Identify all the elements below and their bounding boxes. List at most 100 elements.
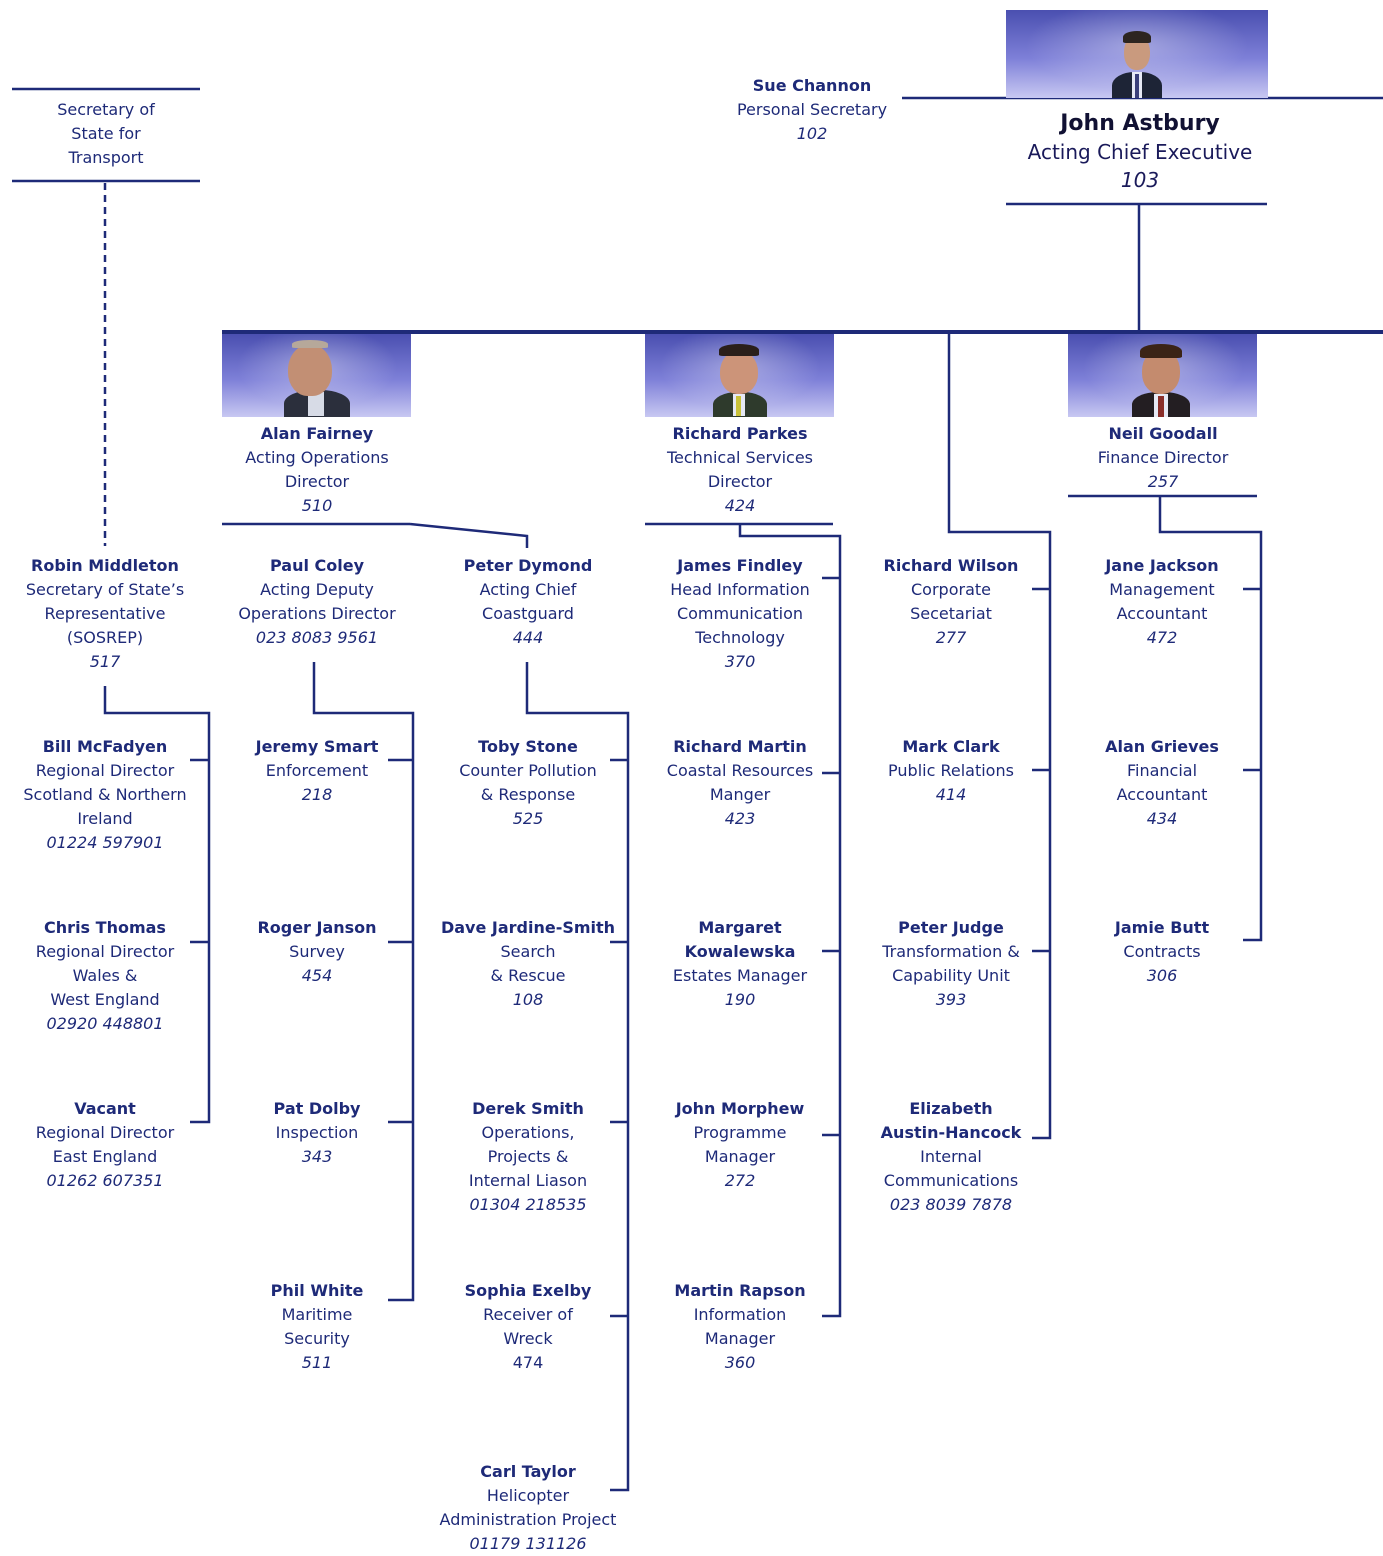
person-name: Pat Dolby: [273, 1099, 361, 1118]
person-extension: 434: [1146, 809, 1178, 828]
person-extension: 102: [796, 124, 828, 143]
person-role: Secretary of State’s Representative (SOS…: [25, 580, 185, 647]
person-name: Neil Goodall: [1108, 424, 1218, 443]
staff-card: Mark Clark Public Relations 414: [851, 735, 1051, 807]
person-role: Acting Deputy Operations Director: [238, 580, 396, 623]
person-name: Paul Coley: [269, 556, 365, 575]
parkes-branch: [738, 524, 842, 1318]
person-name: Roger Janson: [257, 918, 377, 937]
person-extension: 414: [935, 785, 967, 804]
person-name: John Morphew: [675, 1099, 805, 1118]
staff-card: Dave Jardine-Smith Search & Rescue 108: [423, 916, 633, 1012]
person-extension: 444: [512, 628, 544, 647]
person-extension: 103: [1120, 168, 1160, 192]
person-name: Toby Stone: [478, 737, 578, 756]
staff-card: Pat Dolby Inspection 343: [217, 1097, 417, 1169]
person-role: Maritime Security: [281, 1305, 353, 1348]
person-extension: 01262 607351: [46, 1171, 164, 1190]
person-name: Peter Dymond: [463, 556, 593, 575]
person-role: Search & Rescue: [490, 942, 566, 985]
staff-card: Elizabeth Austin-Hancock Internal Commun…: [851, 1097, 1051, 1217]
person-name: Jamie Butt: [1114, 918, 1210, 937]
staff-card: Jamie Butt Contracts 306: [1062, 916, 1262, 988]
person-extension: 108: [512, 990, 544, 1009]
person-role: Coastal Resources Manger: [666, 761, 814, 804]
personal-secretary-card: Sue Channon Personal Secretary 102: [722, 74, 902, 146]
person-role: Information Manager: [693, 1305, 787, 1348]
person-role: Head Information Communication Technolog…: [670, 580, 810, 647]
secretary-of-state-label: Secretary of State for Transport: [57, 100, 155, 167]
person-extension: 511: [301, 1353, 333, 1372]
person-extension: 272: [724, 1171, 756, 1190]
person-name: Robin Middleton: [31, 556, 179, 575]
person-extension: 424: [724, 496, 756, 515]
person-name: Bill McFadyen: [42, 737, 168, 756]
person-extension: 343: [301, 1147, 333, 1166]
person-role: Enforcement: [265, 761, 369, 780]
person-extension: 517: [89, 652, 121, 671]
corporate-branch: [947, 332, 1052, 1140]
director-card: Richard Parkes Technical Services Direct…: [635, 422, 845, 518]
staff-card: Martin Rapson Information Manager 360: [640, 1279, 840, 1375]
person-name: Jane Jackson: [1105, 556, 1219, 575]
person-role: Financial Accountant: [1116, 761, 1208, 804]
person-role: Acting Chief Coastguard: [479, 580, 577, 623]
person-name: Peter Judge: [898, 918, 1004, 937]
person-name: Carl Taylor: [480, 1462, 576, 1481]
person-name: Richard Wilson: [883, 556, 1019, 575]
person-name: Chris Thomas: [44, 918, 166, 937]
person-extension: 370: [724, 652, 756, 671]
person-role: Regional Director Wales & West England: [35, 942, 175, 1009]
staff-card: Richard Martin Coastal Resources Manger …: [640, 735, 840, 831]
person-name: Jeremy Smart: [255, 737, 379, 756]
person-role: Helicopter Administration Project: [439, 1486, 617, 1529]
dymond-branch: [525, 662, 630, 1492]
person-role: Acting Chief Executive: [1027, 140, 1253, 164]
person-role: Contracts: [1123, 942, 1201, 961]
person-role: Internal Communications: [883, 1147, 1019, 1190]
neil-goodall-photo: [1068, 334, 1257, 417]
person-extension: 472: [1146, 628, 1178, 647]
person-name: Sue Channon: [752, 76, 872, 95]
person-name: Vacant: [74, 1099, 136, 1118]
staff-card: Paul Coley Acting Deputy Operations Dire…: [217, 554, 417, 650]
coley-branch: [312, 662, 415, 1302]
person-role: Operations, Projects & Internal Liason: [468, 1123, 588, 1190]
person-role: Finance Director: [1097, 448, 1229, 467]
person-extension: 023 8083 9561: [255, 628, 379, 647]
person-role: Regional Director East England: [35, 1123, 175, 1166]
person-role: Public Relations: [888, 761, 1014, 780]
staff-card: Carl Taylor Helicopter Administration Pr…: [418, 1460, 638, 1556]
person-role: Counter Pollution & Response: [459, 761, 597, 804]
staff-card: Alan Grieves Financial Accountant 434: [1062, 735, 1262, 831]
person-role: Survey: [289, 942, 345, 961]
person-role: Inspection: [275, 1123, 359, 1142]
staff-card: John Morphew Programme Manager 272: [640, 1097, 840, 1193]
chief-executive-card: John Astbury Acting Chief Executive 103: [1006, 110, 1274, 194]
person-extension: 02920 448801: [46, 1014, 164, 1033]
person-role: Estates Manager: [672, 966, 808, 985]
person-name: Alan Fairney: [260, 424, 374, 443]
staff-card: Bill McFadyen Regional Director Scotland…: [5, 735, 205, 855]
person-role: Programme Manager: [693, 1123, 787, 1166]
person-name: Elizabeth Austin-Hancock: [880, 1099, 1022, 1142]
person-role: Acting Operations Director: [245, 448, 389, 491]
person-name: John Astbury: [1060, 111, 1220, 136]
director-card: Alan Fairney Acting Operations Director …: [212, 422, 422, 518]
person-name: James Findley: [677, 556, 803, 575]
person-name: Mark Clark: [902, 737, 1000, 756]
staff-card: Margaret Kowalewska Estates Manager 190: [640, 916, 840, 1012]
middleton-branch: [103, 686, 211, 1124]
person-role: Technical Services Director: [666, 448, 814, 491]
person-extension: 023 8039 7878: [889, 1195, 1013, 1214]
person-name: Richard Martin: [673, 737, 807, 756]
person-role: Corporate Secetariat: [910, 580, 992, 623]
person-role: Personal Secretary: [736, 100, 888, 119]
person-name: Martin Rapson: [674, 1281, 806, 1300]
person-role: Receiver of Wreck 474: [483, 1305, 573, 1372]
person-extension: 393: [935, 990, 967, 1009]
staff-card: Richard Wilson Corporate Secetariat 277: [851, 554, 1051, 650]
person-extension: 190: [724, 990, 756, 1009]
staff-card: Vacant Regional Director East England 01…: [5, 1097, 205, 1193]
